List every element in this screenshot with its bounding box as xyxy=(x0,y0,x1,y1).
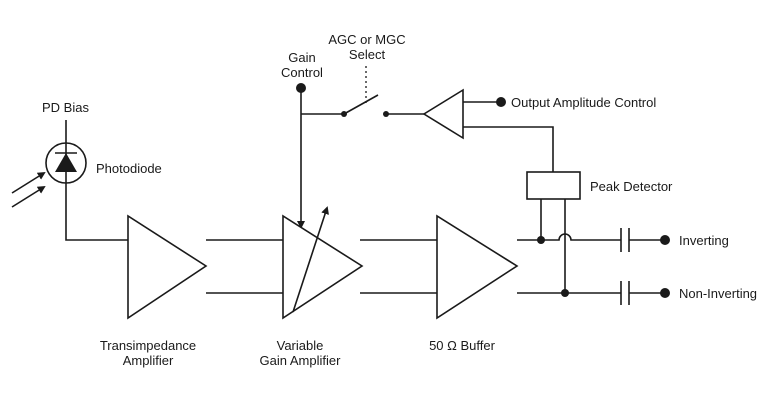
output-amplitude-terminal xyxy=(496,97,506,107)
inverting-terminal xyxy=(660,235,670,245)
label-agc-select-line1: AGC or MGC xyxy=(328,32,405,47)
label-tia-line1: Transimpedance xyxy=(100,338,196,353)
output-amplitude-amp xyxy=(422,88,464,140)
light-arrow-1 xyxy=(11,171,46,194)
label-pd-bias: PD Bias xyxy=(42,100,89,115)
switch-blade xyxy=(343,94,379,115)
label-peak-detector: Peak Detector xyxy=(590,179,673,194)
inverting-output-wire xyxy=(517,233,621,241)
label-tia-line2: Amplifier xyxy=(123,353,174,368)
variable-gain-arrow xyxy=(292,206,329,313)
label-vga-line1: Variable xyxy=(277,338,324,353)
label-non-inverting: Non-Inverting xyxy=(679,286,757,301)
label-output-amplitude-control: Output Amplitude Control xyxy=(511,95,656,110)
label-buffer: 50 Ω Buffer xyxy=(429,338,496,353)
label-inverting: Inverting xyxy=(679,233,729,248)
label-vga-line2: Gain Amplifier xyxy=(260,353,342,368)
photodiode-symbol xyxy=(55,153,77,172)
label-photodiode: Photodiode xyxy=(96,161,162,176)
peak-detector-box xyxy=(526,171,581,200)
label-gain-control-line2: Control xyxy=(281,65,323,80)
buffer-amplifier xyxy=(436,214,519,320)
non-inverting-terminal xyxy=(660,288,670,298)
transimpedance-amplifier xyxy=(127,214,208,320)
label-gain-control-line1: Gain xyxy=(288,50,315,65)
pd-to-tia-wire xyxy=(65,183,128,241)
peak-to-amp-wire xyxy=(463,126,554,172)
light-arrow-2 xyxy=(11,185,46,208)
variable-gain-amplifier xyxy=(282,214,364,320)
label-agc-select-line2: Select xyxy=(349,47,386,62)
